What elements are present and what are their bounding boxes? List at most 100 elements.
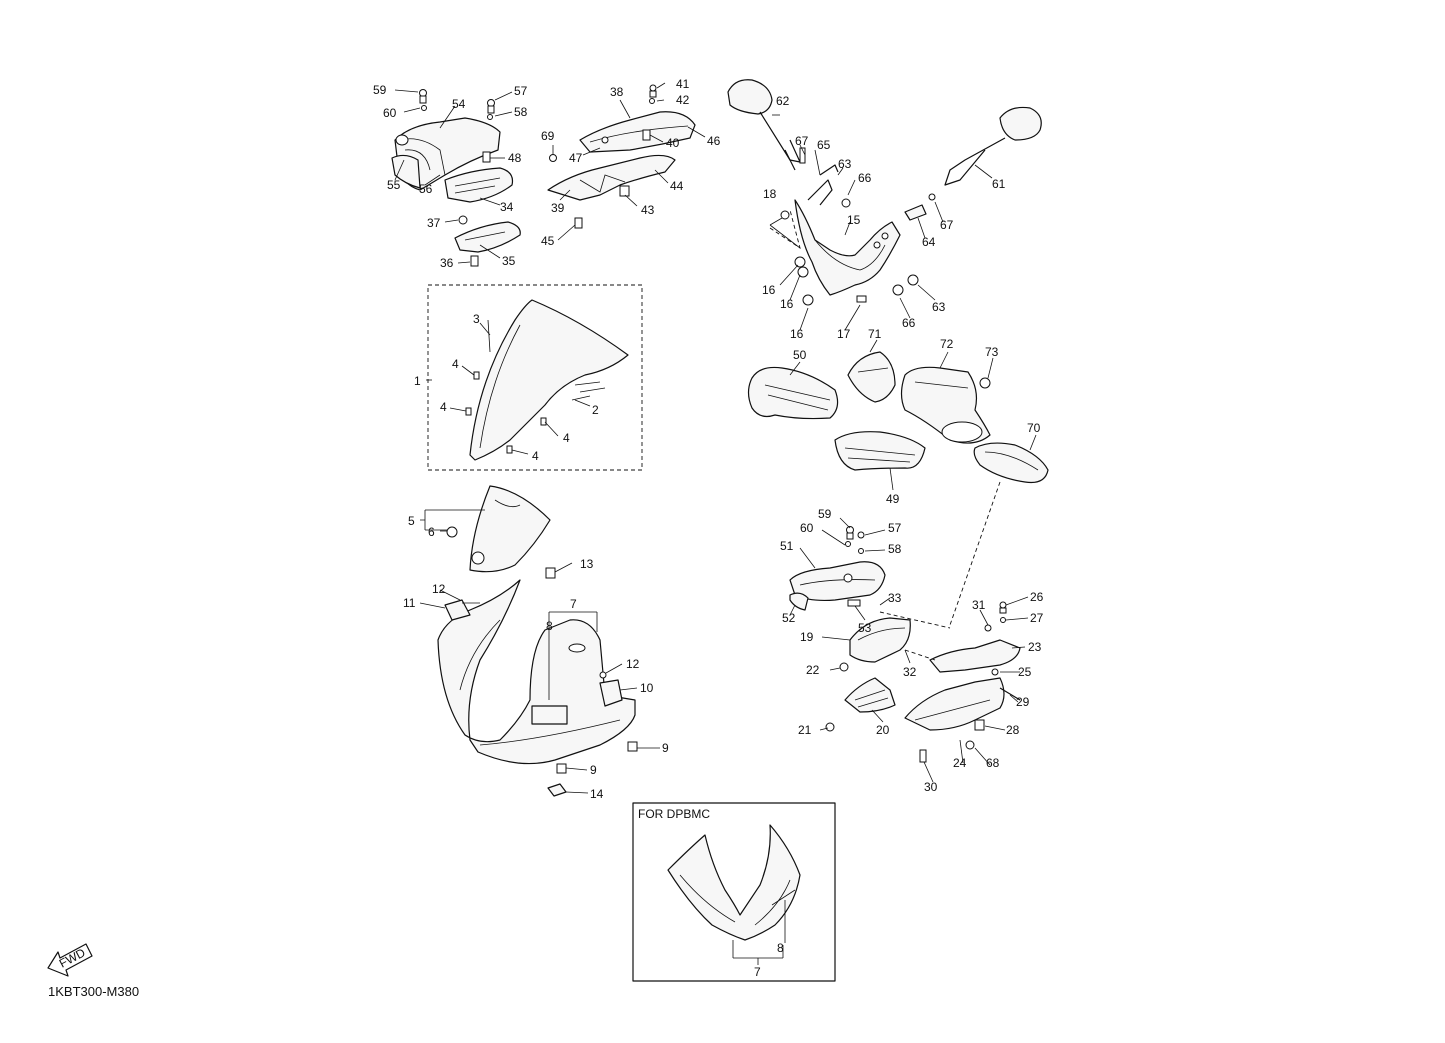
mirror-left-62 (727, 79, 801, 171)
callout-63: 63 (838, 157, 852, 171)
callout-4: 4 (452, 357, 459, 371)
callout-17: 17 (837, 327, 851, 341)
air-duct-49 (834, 431, 926, 471)
bracket-23 (929, 601, 1021, 673)
callout-35: 35 (502, 254, 516, 268)
callout-13: 13 (580, 557, 594, 571)
callout-55: 55 (387, 178, 401, 192)
callout-16: 16 (780, 297, 794, 311)
panel-38 (579, 111, 696, 153)
callout-23: 23 (1028, 640, 1042, 654)
air-duct-50 (747, 366, 839, 420)
windshield (465, 299, 629, 461)
bracket-34 (444, 167, 514, 203)
callout-14: 14 (590, 787, 604, 801)
callout-38: 38 (610, 85, 624, 99)
callout-32: 32 (903, 665, 917, 679)
callout-43: 43 (641, 203, 655, 217)
callout-67: 67 (795, 134, 809, 148)
bracket-20 (825, 677, 896, 732)
callout-58: 58 (514, 105, 528, 119)
callout-4: 4 (440, 400, 447, 414)
bracket-35 (454, 221, 521, 253)
callout-66: 66 (902, 316, 916, 330)
cover-51 (789, 561, 886, 611)
callout-29: 29 (1016, 695, 1030, 709)
callout-57: 57 (888, 521, 902, 535)
callout-11: 11 (403, 596, 416, 610)
callout-69: 69 (541, 129, 555, 143)
callout-68: 68 (986, 756, 1000, 770)
cover-19 (839, 617, 911, 672)
callout-21: 21 (798, 723, 812, 737)
callout-2: 2 (592, 403, 599, 417)
bracket-24 (904, 668, 1021, 763)
callout-8: 8 (777, 941, 784, 955)
callout-26: 26 (1030, 590, 1044, 604)
diagram-code: 1KBT300-M380 (48, 984, 139, 999)
mirror-right-61 (944, 106, 1042, 186)
callout-66: 66 (858, 171, 872, 185)
callout-37: 37 (427, 216, 441, 230)
hardware-top-left (419, 89, 495, 267)
callout-labels: 1 2 3 4 4 4 4 5 6 7 7 8 8 9 9 10 11 12 1… (373, 77, 1044, 979)
inset-title: FOR DPBMC (638, 807, 710, 821)
callout-25: 25 (1018, 665, 1032, 679)
callout-5: 5 (408, 514, 415, 528)
duct-seal-70 (973, 442, 1049, 484)
callout-70: 70 (1027, 421, 1041, 435)
callout-33: 33 (888, 591, 902, 605)
callout-71: 71 (868, 327, 882, 341)
callout-12: 12 (626, 657, 640, 671)
lower-right-hardware (845, 526, 865, 554)
callout-60: 60 (800, 521, 814, 535)
callout-54: 54 (452, 97, 466, 111)
callout-7: 7 (570, 597, 577, 611)
callout-20: 20 (876, 723, 890, 737)
callout-47: 47 (569, 151, 583, 165)
callout-51: 51 (780, 539, 794, 553)
callout-22: 22 (806, 663, 820, 677)
air-duct-72 (900, 366, 991, 444)
callout-40: 40 (666, 136, 680, 150)
inner-panel-5 (446, 485, 551, 573)
callout-61: 61 (992, 177, 1006, 191)
callout-44: 44 (670, 179, 684, 193)
callout-16: 16 (762, 283, 776, 297)
callout-53: 53 (858, 621, 872, 635)
callout-50: 50 (793, 348, 807, 362)
callout-62: 62 (776, 94, 790, 108)
callout-19: 19 (800, 630, 814, 644)
cover-assembly-54 (391, 117, 501, 191)
callout-73: 73 (985, 345, 999, 359)
callout-30: 30 (924, 780, 938, 794)
callout-12: 12 (432, 582, 446, 596)
dpbmc-upper-cowling (667, 824, 801, 965)
windshield-group-box (427, 284, 643, 471)
callout-36: 36 (440, 256, 454, 270)
callout-10: 10 (640, 681, 654, 695)
dpbmc-inset-frame (632, 802, 836, 982)
callout-49: 49 (886, 492, 900, 506)
callout-16: 16 (790, 327, 804, 341)
callout-60: 60 (383, 106, 397, 120)
callout-8: 8 (546, 619, 553, 633)
callout-57: 57 (514, 84, 528, 98)
callout-7: 7 (754, 965, 761, 979)
callout-18: 18 (763, 187, 777, 201)
callout-41: 41 (676, 77, 690, 91)
callout-45: 45 (541, 234, 555, 248)
callout-3: 3 (473, 312, 480, 326)
callout-63: 63 (932, 300, 946, 314)
fwd-arrow-icon (47, 943, 93, 977)
air-duct-71 (847, 351, 896, 403)
callout-4: 4 (532, 449, 539, 463)
leader-lines (394, 82, 1037, 794)
upper-cowling-7 (437, 567, 638, 797)
callout-24: 24 (953, 756, 967, 770)
callout-34: 34 (500, 200, 514, 214)
callout-67: 67 (940, 218, 954, 232)
cowling-stay-15 (794, 164, 901, 296)
callout-9: 9 (590, 763, 597, 777)
